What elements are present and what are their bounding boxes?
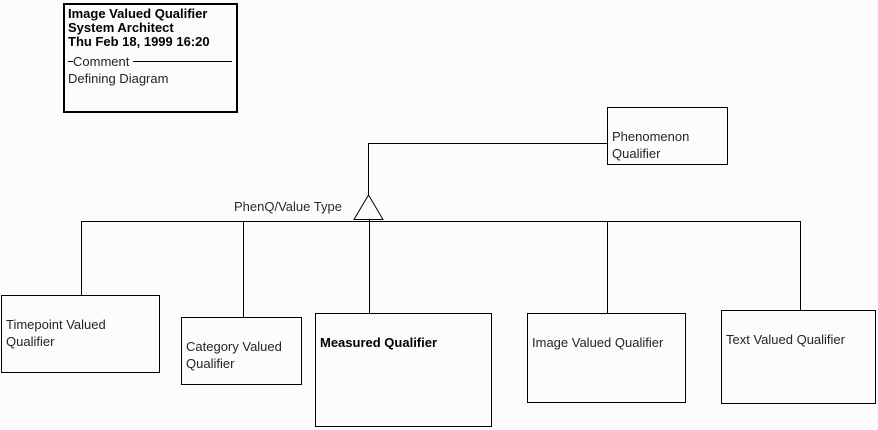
connector-subtype-span xyxy=(81,221,801,222)
divider-rule xyxy=(133,61,232,62)
entity-timepoint-valued-qualifier[interactable]: Timepoint Valued Qualifier xyxy=(1,295,160,373)
connector-supertype-horizontal xyxy=(368,143,608,144)
entity-label: Phenomenon Qualifier xyxy=(612,129,690,161)
entity-label: Measured Qualifier xyxy=(320,335,438,350)
comment-text: Defining Diagram xyxy=(68,71,169,86)
connector-supertype-vertical xyxy=(368,143,369,196)
connector-drop-category xyxy=(243,221,244,318)
entity-label: Image Valued Qualifier xyxy=(532,335,664,350)
relationship-label: PhenQ/Value Type xyxy=(234,199,342,214)
diagram-timestamp: Thu Feb 18, 1999 16:20 xyxy=(68,34,210,49)
diagram-comment-block[interactable]: Image Valued Qualifier System Architect … xyxy=(63,3,238,113)
subtype-triangle-icon[interactable] xyxy=(353,194,384,221)
connector-drop-timepoint xyxy=(81,221,82,296)
connector-drop-measured xyxy=(369,219,370,314)
connector-drop-text xyxy=(800,221,801,311)
entity-category-valued-qualifier[interactable]: Category Valued Qualifier xyxy=(181,317,302,385)
entity-phenomenon-qualifier[interactable]: Phenomenon Qualifier xyxy=(607,107,728,165)
tool-name: System Architect xyxy=(68,20,174,35)
divider-tick xyxy=(68,61,73,62)
entity-text-valued-qualifier[interactable]: Text Valued Qualifier xyxy=(721,310,876,404)
comment-section-divider: Comment xyxy=(68,55,232,68)
diagram-title: Image Valued Qualifier xyxy=(68,6,208,21)
entity-label: Timepoint Valued Qualifier xyxy=(6,317,106,349)
connector-drop-image xyxy=(607,221,608,314)
entity-label: Text Valued Qualifier xyxy=(726,332,845,347)
comment-section-label: Comment xyxy=(73,54,130,69)
entity-image-valued-qualifier[interactable]: Image Valued Qualifier xyxy=(527,313,686,403)
entity-measured-qualifier[interactable]: Measured Qualifier xyxy=(315,313,492,427)
entity-label: Category Valued Qualifier xyxy=(186,339,282,371)
